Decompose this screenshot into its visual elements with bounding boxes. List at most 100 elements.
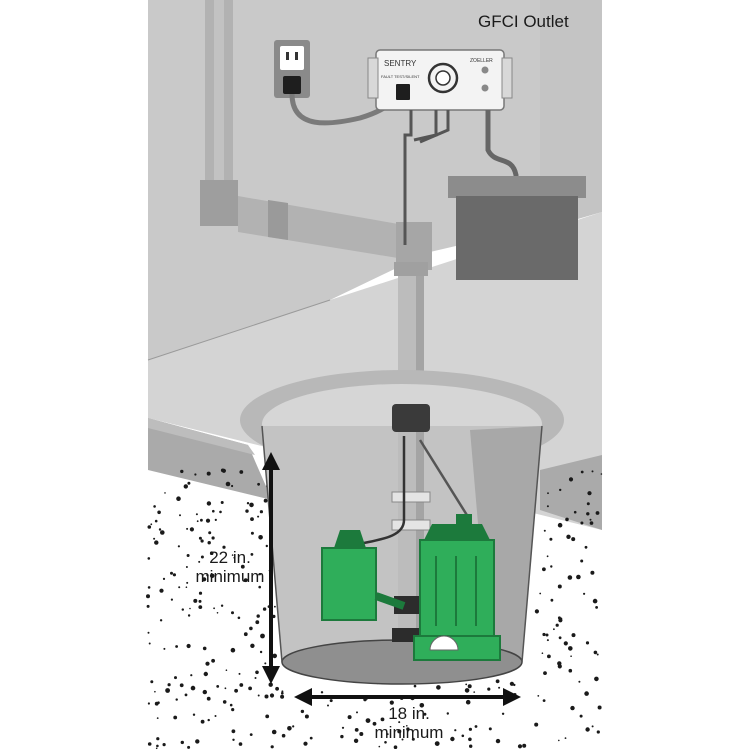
soil-dot — [237, 616, 241, 620]
soil-dot — [258, 573, 261, 576]
soil-dot — [353, 738, 359, 743]
soil-dot — [175, 698, 178, 701]
soil-dot — [198, 599, 202, 603]
soil-dot — [464, 688, 470, 693]
discharge-pipe-coupling — [268, 200, 288, 240]
soil-dot — [495, 738, 501, 744]
soil-dot — [401, 738, 404, 741]
soil-dot — [264, 662, 267, 665]
soil-dot — [174, 676, 177, 680]
soil-dot — [209, 573, 215, 579]
pump-handle — [456, 514, 472, 528]
check-valve — [392, 404, 430, 432]
soil-dot — [557, 584, 562, 589]
soil-dot — [164, 492, 166, 494]
soil-dot — [269, 693, 275, 698]
soil-dot — [154, 690, 156, 693]
soil-dot — [180, 469, 184, 474]
alarm-cord — [403, 110, 413, 245]
soil-dot — [397, 729, 402, 734]
soil-dot — [303, 741, 308, 746]
soil-dot — [214, 518, 217, 522]
soil-dot — [389, 700, 394, 705]
soil-dot — [150, 680, 154, 684]
soil-dot — [271, 729, 277, 735]
soil-dot — [170, 571, 173, 575]
pump-float-ball — [429, 635, 459, 651]
alarm-box-ear-right — [501, 57, 513, 99]
soil-dot — [186, 554, 190, 557]
soil-dot — [354, 728, 359, 732]
soil-dot — [546, 639, 549, 642]
soil-dot — [250, 553, 254, 556]
soil-dot — [304, 714, 309, 719]
soil-dot — [450, 736, 455, 742]
soil-dot — [194, 473, 197, 476]
soil-dot — [203, 671, 208, 677]
alarm-receptacle-inner — [435, 70, 451, 86]
soil-dot — [185, 586, 188, 588]
soil-dot — [189, 527, 194, 532]
soil-dot — [537, 695, 540, 697]
soil-dot — [586, 502, 590, 506]
soil-dot — [256, 614, 260, 618]
soil-dot — [573, 510, 577, 514]
soil-dot — [380, 717, 385, 722]
soil-dot — [239, 470, 244, 474]
alarm-plug-icon — [396, 84, 410, 100]
soil-dot — [300, 709, 305, 714]
soil-dot — [234, 688, 239, 693]
soil-dot — [246, 502, 250, 505]
soil-dot — [576, 574, 581, 580]
soil-dot — [200, 555, 204, 559]
soil-dot — [175, 645, 179, 648]
soil-dot — [181, 608, 184, 611]
soil-dot — [207, 718, 210, 722]
soil-dot — [254, 677, 257, 679]
soil-dot — [446, 712, 449, 715]
soil-dot — [393, 745, 398, 749]
soil-dot — [206, 471, 211, 476]
soil-dot — [262, 607, 267, 611]
soil-dot — [206, 501, 212, 506]
soil-dot — [265, 544, 268, 548]
gfci-outlet-label: GFCI Outlet — [478, 12, 569, 31]
soil-dot — [147, 557, 151, 560]
soil-dot — [243, 632, 248, 637]
soil-dot — [187, 614, 191, 617]
soil-dot — [220, 501, 224, 504]
soil-dot — [558, 618, 563, 623]
soil-dot — [589, 521, 594, 525]
soil-dot — [159, 588, 164, 593]
soil-dot — [434, 741, 440, 746]
soil-dot — [211, 658, 216, 663]
soil-dot — [258, 585, 262, 589]
soil-dot — [274, 605, 276, 608]
soil-dot — [216, 612, 219, 614]
soil-dot — [468, 737, 472, 742]
soil-dot — [153, 505, 156, 508]
soil-dot — [233, 556, 236, 559]
width-arrow-head-left — [294, 688, 312, 706]
wall-pipe-vertical-inner — [214, 0, 224, 206]
soil-dot — [570, 655, 572, 657]
soil-dot — [546, 555, 549, 558]
pit-wall-right-edge — [521, 425, 543, 663]
soil-dot — [200, 518, 203, 522]
soil-dot — [467, 684, 472, 689]
soil-dot — [595, 606, 598, 609]
pump-top — [424, 524, 490, 540]
outlet-slot — [295, 52, 298, 60]
soil-dot — [205, 661, 210, 666]
soil-dot — [542, 632, 546, 637]
soil-dot — [187, 745, 191, 749]
soil-dot — [378, 745, 381, 748]
soil-dot — [547, 654, 551, 659]
wall-corner-line — [147, 299, 331, 361]
soil-dot — [230, 647, 236, 653]
soil-dot — [263, 498, 268, 503]
soil-dot — [550, 598, 554, 602]
soil-dot — [183, 484, 188, 489]
soil-dot — [177, 545, 180, 548]
depth-dimension-label: 22 in. minimum — [172, 548, 288, 586]
